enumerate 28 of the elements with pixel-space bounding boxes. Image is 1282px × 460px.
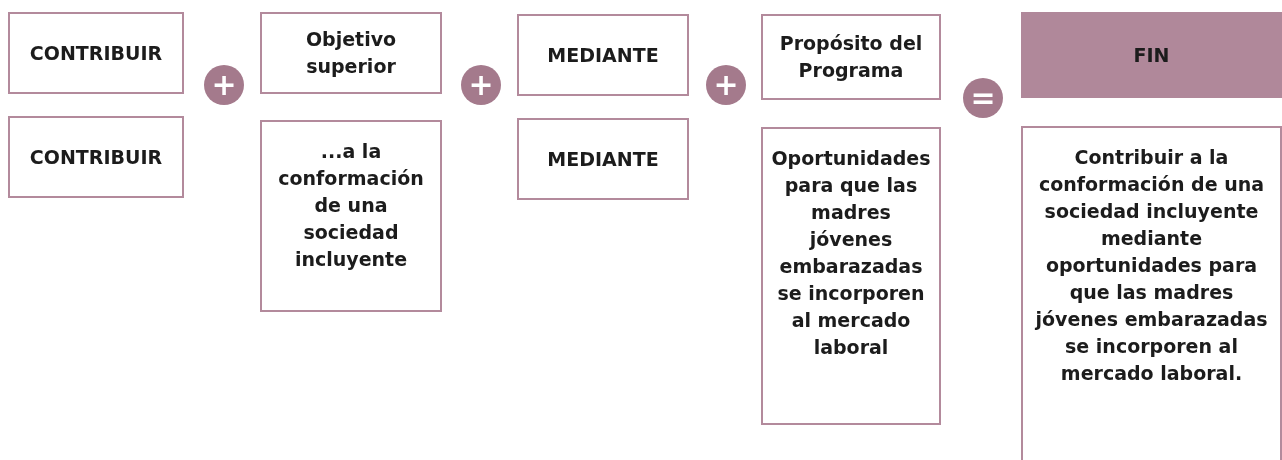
operator-circle [706, 65, 746, 105]
text-box [761, 14, 941, 100]
box-text: MEDIANTE [546, 42, 660, 68]
text-box [8, 12, 184, 94]
box-text: CONTRIBUIR [28, 144, 164, 170]
header-box [1021, 12, 1282, 98]
text-box [1021, 126, 1282, 460]
box-text: Objetivo superior [304, 27, 398, 79]
box-text: Contribuir a la conformación de una sociedad incluyente mediante oportunidades para que las madres jóvenes embarazadas se incorporen al mercado laboral. [1034, 145, 1269, 386]
operator-circle [963, 78, 1003, 118]
text-box [517, 14, 689, 96]
operator-sign: + [468, 70, 494, 100]
text-box [517, 118, 689, 200]
operator-circle [461, 65, 501, 105]
operator-sign: + [713, 70, 739, 100]
operator-sign: = [970, 83, 996, 113]
text-box [260, 120, 442, 312]
box-text: ...a la conformación de una sociedad incluyente [277, 139, 425, 272]
text-box [8, 116, 184, 198]
box-text: Oportunidades para que las madres jóvenes embarazadas se incorporen al mercado laboral [770, 146, 932, 360]
box-text: CONTRIBUIR [28, 40, 164, 66]
text-box [761, 127, 941, 425]
operator-circle [204, 65, 244, 105]
text-box [260, 12, 442, 94]
operator-sign: + [211, 70, 237, 100]
box-text: Propósito del Programa [778, 31, 924, 83]
box-text: FIN [1132, 42, 1171, 68]
box-text: MEDIANTE [546, 146, 660, 172]
